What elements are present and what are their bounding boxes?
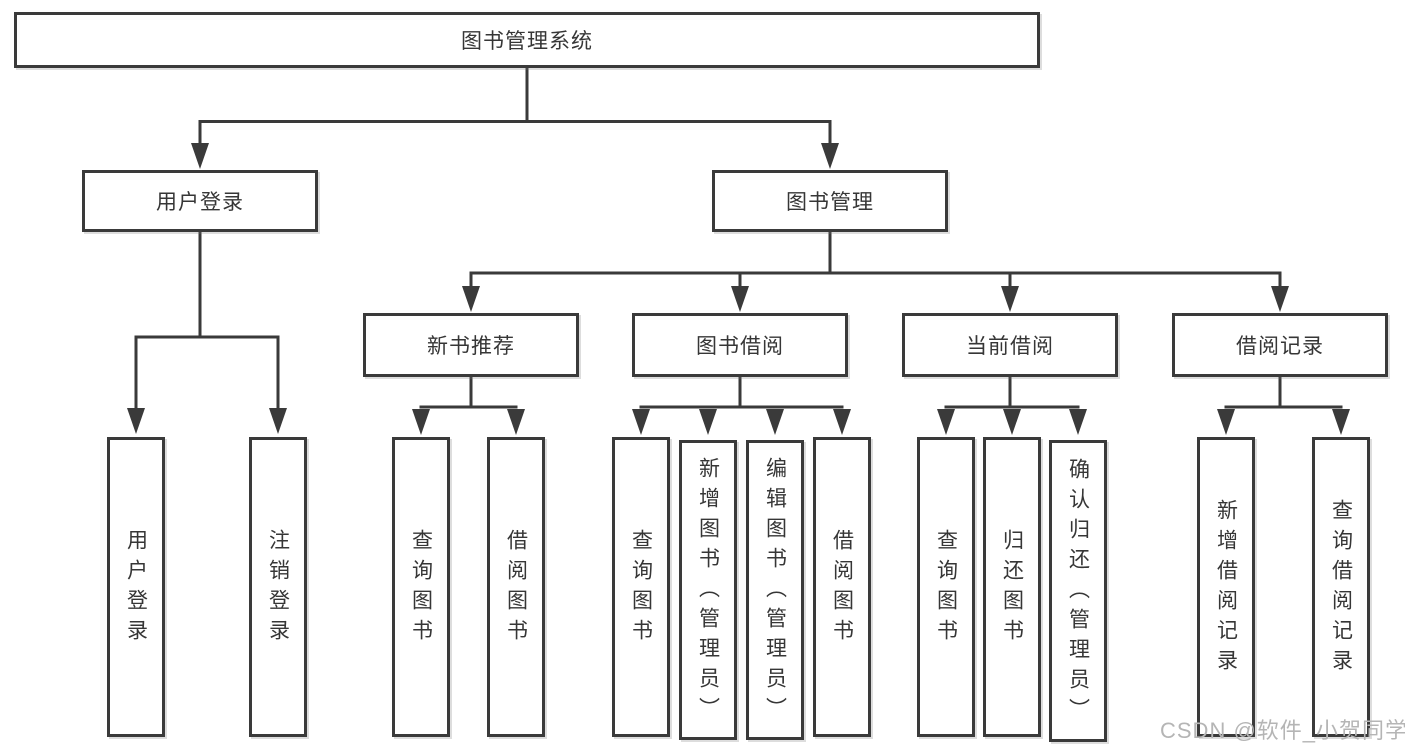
node-leaf-edit-book-admin: 编辑图书（管理员） (746, 440, 804, 740)
node-leaf-query-borrow-record: 查询借阅记录 (1312, 437, 1370, 737)
node-user-login: 用户登录 (82, 170, 318, 232)
node-leaf-add-book-admin: 新增图书（管理员） (679, 440, 737, 740)
node-book-management: 图书管理 (712, 170, 948, 232)
node-leaf-query-book-recommend: 查询图书 (392, 437, 450, 737)
node-leaf-borrow-book-borrowing: 借阅图书 (813, 437, 871, 737)
node-book-borrowing: 图书借阅 (632, 313, 848, 377)
node-leaf-logout: 注销登录 (249, 437, 307, 737)
node-leaf-confirm-return-admin: 确认归还（管理员） (1049, 440, 1107, 742)
node-leaf-query-book-borrowing: 查询图书 (612, 437, 670, 737)
node-leaf-borrow-book-recommend: 借阅图书 (487, 437, 545, 737)
node-borrowing-records: 借阅记录 (1172, 313, 1388, 377)
watermark: CSDN @软件_小贺同学 (1160, 718, 1405, 743)
node-leaf-user-login: 用户登录 (107, 437, 165, 737)
node-leaf-add-borrow-record: 新增借阅记录 (1197, 437, 1255, 737)
node-new-book-recommend: 新书推荐 (363, 313, 579, 377)
node-leaf-return-book: 归还图书 (983, 437, 1041, 737)
node-current-borrowing: 当前借阅 (902, 313, 1118, 377)
node-leaf-query-book-current: 查询图书 (917, 437, 975, 737)
node-root: 图书管理系统 (14, 12, 1040, 68)
